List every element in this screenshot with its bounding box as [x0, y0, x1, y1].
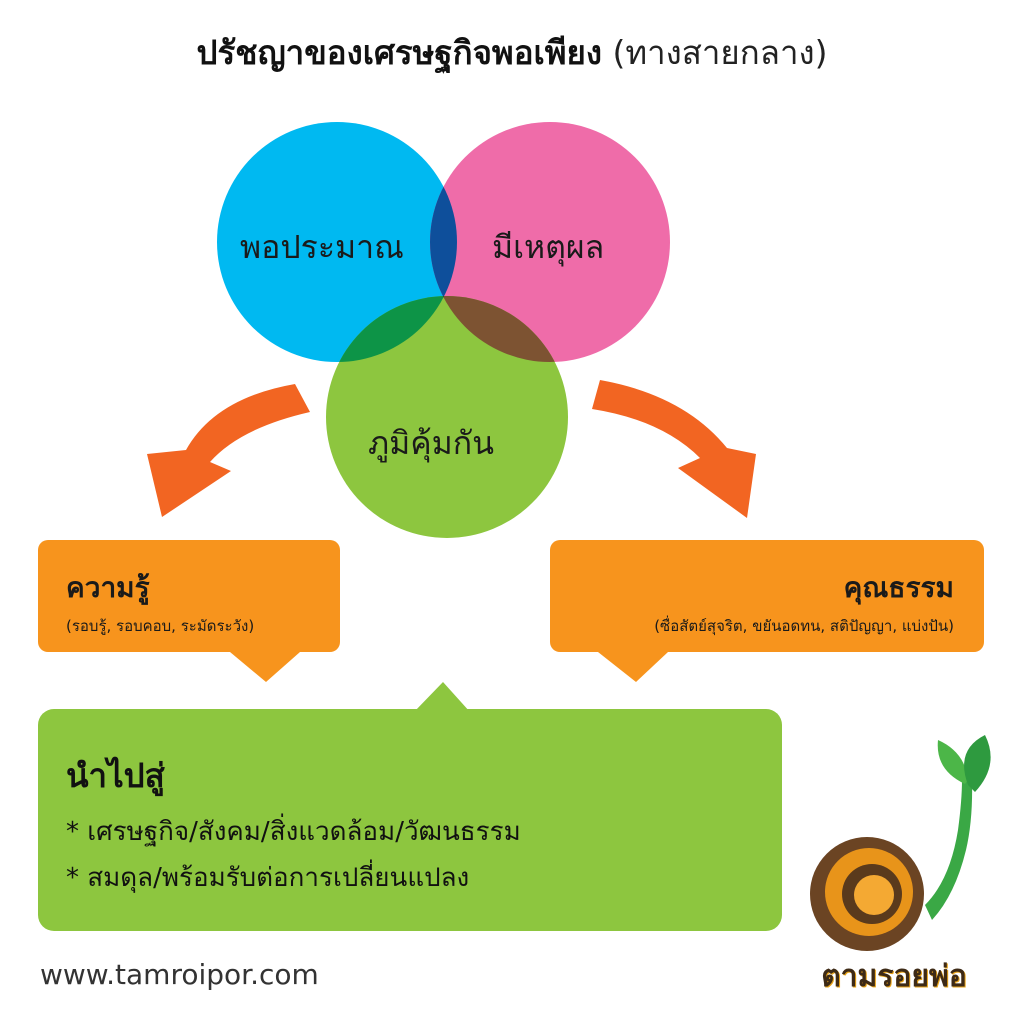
- page-title: ปรัชญาของเศรษฐกิจพอเพียง (ทางสายกลาง): [0, 26, 1024, 79]
- venn-label-left: พอประมาณ: [240, 228, 404, 266]
- morality-callout-pointer: [598, 652, 668, 682]
- knowledge-detail: (รอบรู้, รอบคอบ, ระมัดระวัง): [66, 617, 255, 635]
- outcome-title: นำไปสู่: [66, 756, 165, 795]
- right-curved-arrow: [592, 380, 756, 518]
- website-link[interactable]: www.tamroipor.com: [40, 958, 319, 991]
- leaf-icon: [937, 740, 968, 784]
- logo-text: ตามรอยพ่อ: [821, 959, 967, 994]
- outcome-item: * สมดุล/พร้อมรับต่อการเปลี่ยนแปลง: [66, 863, 470, 893]
- venn-circle-left: [217, 122, 457, 362]
- venn-circle-right: [430, 122, 670, 362]
- left-curved-arrow: [147, 384, 310, 517]
- logo: [810, 735, 991, 951]
- knowledge-callout-pointer: [230, 652, 300, 682]
- venn-circle-bottom: [326, 296, 568, 538]
- outcome-box: นำไปสู่ * เศรษฐกิจ/สังคม/สิ่งแวดล้อม/วัฒ…: [38, 709, 782, 931]
- morality-title: คุณธรรม: [843, 571, 954, 604]
- knowledge-title: ความรู้: [66, 571, 150, 604]
- morality-callout: คุณธรรม (ซื่อสัตย์สุจริต, ขยันอดทน, สติป…: [550, 540, 984, 652]
- title-main: ปรัชญาของเศรษฐกิจพอเพียง: [196, 33, 603, 72]
- logo-ring-core: [854, 875, 894, 915]
- leaf-icon-large: [964, 735, 991, 792]
- venn-label-bottom: ภูมิคุ้มกัน: [368, 424, 494, 462]
- morality-detail: (ซื่อสัตย์สุจริต, ขยันอดทน, สติปัญญา, แบ…: [654, 617, 954, 635]
- outcome-item: * เศรษฐกิจ/สังคม/สิ่งแวดล้อม/วัฒนธรรม: [66, 817, 521, 847]
- knowledge-callout: ความรู้ (รอบรู้, รอบคอบ, ระมัดระวัง): [38, 540, 340, 652]
- outcome-box-pointer: [414, 682, 470, 712]
- venn-label-right: มีเหตุผล: [492, 228, 605, 266]
- title-sub: (ทางสายกลาง): [602, 33, 828, 72]
- logo-stem: [925, 780, 973, 920]
